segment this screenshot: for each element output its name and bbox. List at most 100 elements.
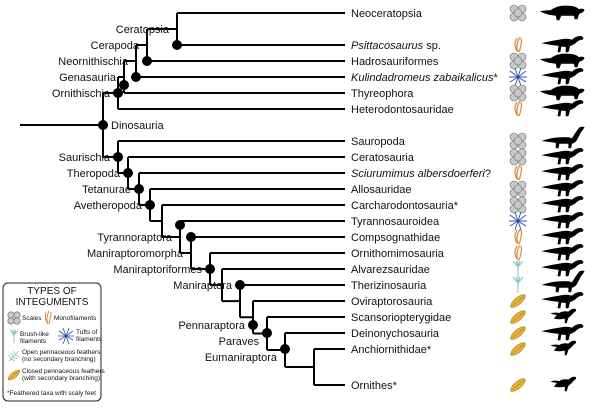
node-avetheropoda [145,200,155,210]
legend-title-1: TYPES OF [27,286,76,297]
taxon-name: Therizinosauria [351,280,427,292]
silhouette-sauropoda [541,126,585,149]
taxon-name: Scansoriopterygidae [351,312,451,324]
node-ornithischia [113,88,123,98]
taxon-name: Ceratosauria [351,152,415,164]
node-paraves [262,328,272,338]
taxon-hadrosauriformes: Hadrosauriformes [351,56,439,68]
silhouette-alvarezsauridae [541,260,584,277]
taxon-name: Carcharodontosauria [351,200,455,212]
taxon-name: Compsognathidae [351,232,440,244]
taxon-anchiornithidae: Anchiornithidae* [351,344,432,356]
legend-scales-label: Scales [22,315,42,322]
node-ceratopsia [172,40,182,50]
taxon-scansoriopterygidae: Scansoriopterygidae [351,312,451,324]
legend-tufts-label-2: filaments [76,336,103,343]
dinosaur-silhouettes [539,5,585,392]
taxon-alvarezsauridae: Alvarezsauridae [351,264,430,276]
node-dinosauria [98,120,108,130]
taxon-ornithomimosauria: Ornithomimosauria [351,248,445,260]
integument-icons [509,4,527,392]
integument-brush-icon [512,260,524,277]
taxon-deinonychosauria: Deinonychosauria [351,328,440,340]
taxon-name: Oviraptorosauria [351,296,433,308]
legend-brush-label-2: filaments [20,338,47,345]
taxon-thyreophora: Thyreophora [351,88,414,100]
taxon-name: Anchiornithidae [351,344,427,356]
integument-scales-icon [509,180,527,198]
silhouette-oviraptorosauria [541,292,584,309]
silhouette-deinonychosauria [541,324,584,341]
integument-closed-icon [510,378,526,392]
taxon-compsognathidae: Compsognathidae [351,232,440,244]
taxon-oviraptorosauria: Oviraptorosauria [351,296,433,308]
silhouette-heterodontosauridae [541,100,584,117]
clade-label-tyrannoraptora: Tyrannoraptora [97,232,172,244]
node-maniraptoriformes [205,264,215,274]
integument-monofilament-icon [514,228,522,245]
clade-label-ornithischia: Ornithischia [52,88,111,100]
integument-monofilament-icon [514,36,522,53]
clade-label-avetheropoda: Avetheropoda [74,200,143,212]
silhouette-carcharodontosauria [541,196,584,213]
silhouette-thyreophora [539,85,585,101]
silhouette-compsognathidae [541,228,584,245]
taxon-name: Sciurumimus albersdoerferi [351,168,485,180]
clade-label-ceratopsia: Ceratopsia [116,24,170,36]
legend-closed-feather-icon [7,369,20,381]
node-saurischia [113,152,123,162]
taxon-tyrannosauroidea: Tyrannosauroidea [351,216,440,228]
node-maniraptoromorpha [186,232,196,242]
node-cerapoda [142,56,152,66]
silhouette-tyrannosauroidea [541,212,584,229]
legend-footnote: *Feathered taxa with scaly feet [7,390,96,397]
silhouette-ornithomimosauria [541,244,584,261]
legend-box [2,282,102,402]
silhouette-anchiornithidae [550,340,577,356]
silhouette-allosauridae [541,180,584,197]
integument-closed-icon [510,310,526,324]
silhouette-ornithes [550,376,577,392]
integument-scales-icon [509,52,527,70]
clade-label-pennaraptora: Pennaraptora [178,320,246,332]
taxon-name: Tyrannosauroidea [351,216,440,228]
taxon-sciurumimus: Sciurumimus albersdoerferi? [351,168,491,180]
clade-label-genasauria: Genasauria [59,72,117,84]
clade-label-maniraptoriformes: Maniraptoriformes [113,264,202,276]
taxon-name: Ornithes [351,380,393,392]
legend-closed-label-1: Closed pennaceous feathers [22,368,106,375]
legend-closed-label-2: (with secondary branching) [22,375,100,382]
clade-label-dinosauria: Dinosauria [111,120,164,132]
clade-label-eumaniraptora: Eumaniraptora [205,352,278,364]
tree-nodes [98,40,290,354]
taxon-suffix: sp. [423,40,441,52]
clade-label-tetanurae: Tetanurae [82,184,131,196]
taxon-name: Neoceratopsia [351,8,423,20]
taxon-sauropoda: Sauropoda [351,136,406,148]
taxon-allosauridae: Allosauridae [351,184,412,196]
integument-tufts-icon [509,67,527,87]
legend-open-feather-icon [8,350,20,362]
integument-scales-icon [509,196,527,214]
taxon-suffix: * [454,200,459,212]
taxon-name: Allosauridae [351,184,412,196]
clade-labels: CeratopsiaCerapodaNeornithischiaGenasaur… [52,24,278,364]
taxon-ornithes: Ornithes* [351,380,398,392]
legend-title-2: INTEGUMENTS [16,297,89,308]
integument-legend: TYPES OF INTEGUMENTS Scales Monofilament… [2,282,106,402]
clade-label-maniraptora: Maniraptora [173,280,233,292]
taxon-suffix: * [393,380,398,392]
taxon-name: Heterodontosauridae [351,104,454,116]
taxon-name: Deinonychosauria [351,328,440,340]
legend-tufts-label-1: Tufts of [76,329,98,336]
legend-open-label-2: (no secondary branching) [22,356,96,363]
taxon-kulindadromeus: Kulindadromeus zabaikalicus* [351,72,498,84]
integument-scales-icon [509,132,527,150]
taxon-name: Thyreophora [351,88,414,100]
node-theropoda [123,168,133,178]
silhouette-sciurumimus [541,164,584,181]
integument-monofilament-icon [514,100,522,117]
node-maniraptora [235,280,245,290]
taxon-psittacosaurus: Psittacosaurus sp. [351,40,441,52]
